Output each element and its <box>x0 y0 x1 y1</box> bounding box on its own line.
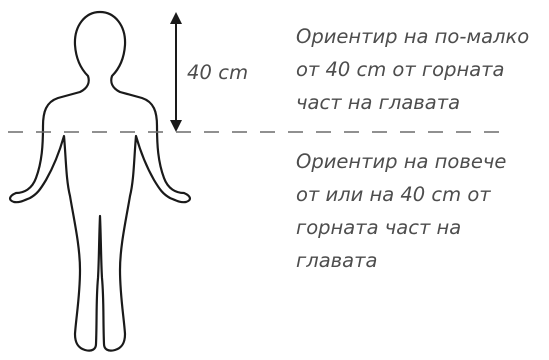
human-body-outline <box>10 12 190 351</box>
upper-caption-line: част на главата <box>296 86 529 119</box>
lower-caption-line: горната част на <box>296 211 506 244</box>
upper-caption-line: Ориентир на по-малко <box>296 20 529 53</box>
upper-caption-line: от 40 cm от горната <box>296 53 529 86</box>
arrow-up-icon <box>170 12 182 24</box>
measurement-label: 40 cm <box>187 63 248 83</box>
lower-caption-line: главата <box>296 244 506 277</box>
lower-caption-line: Ориентир на повече <box>296 145 506 178</box>
lower-caption-line: от или на 40 cm от <box>296 178 506 211</box>
lower-caption: Ориентир на повече от или на 40 cm от го… <box>296 145 506 277</box>
arrow-down-icon <box>170 120 182 132</box>
upper-caption: Ориентир на по-малко от 40 cm от горната… <box>296 20 529 119</box>
measurement-arrow <box>170 12 182 132</box>
